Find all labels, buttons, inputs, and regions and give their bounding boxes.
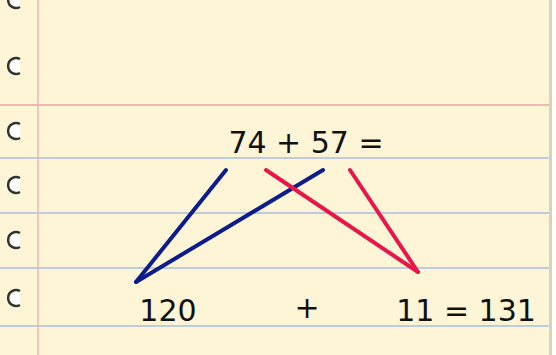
binder-hole: [8, 290, 20, 306]
binder-hole: [8, 123, 20, 139]
left-margin-line: [37, 0, 39, 355]
plus-sign: +: [294, 293, 319, 323]
paper-edge: [549, 0, 552, 355]
top-margin-line: [0, 104, 549, 106]
binder-holes: [8, 0, 20, 306]
tens-line: [136, 170, 226, 282]
ones-sum-result: 11 = 131: [396, 296, 536, 326]
binder-hole: [8, 232, 20, 248]
binder-hole: [8, 0, 20, 8]
ones-line: [266, 170, 418, 272]
tens-lines: [136, 170, 323, 282]
tens-sum: 120: [139, 296, 196, 326]
binder-hole: [8, 58, 20, 74]
equation: 74 + 57 =: [228, 128, 383, 158]
ones-lines: [266, 170, 418, 272]
ones-line: [350, 170, 418, 272]
ruled-line: [0, 267, 549, 269]
ruled-line: [0, 212, 549, 214]
tens-line: [136, 170, 323, 282]
binder-hole: [8, 177, 20, 193]
